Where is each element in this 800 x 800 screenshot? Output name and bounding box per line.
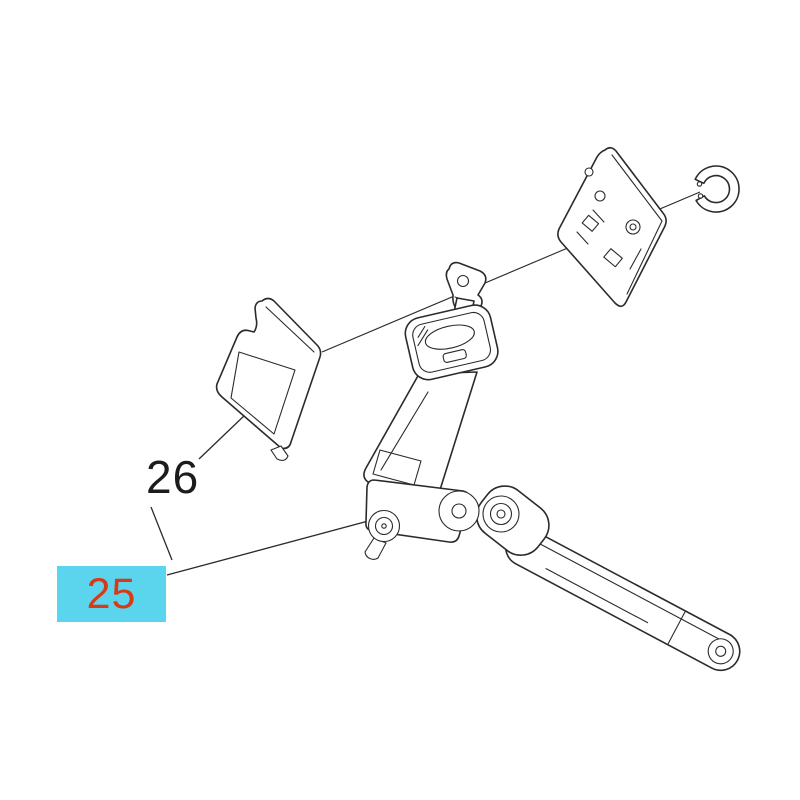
part-label-25-text: 25 (86, 569, 137, 618)
pivot-bolt (364, 509, 401, 560)
leader-line-26 (198, 413, 247, 460)
pretensioner-cylinder (475, 485, 550, 556)
part-label-26: 26 (146, 451, 200, 503)
buckle-head (404, 304, 499, 381)
mounting-plate (557, 146, 667, 308)
trim-cover (215, 297, 322, 462)
retaining-ring (694, 165, 740, 213)
leader-line-26-25-connector (150, 506, 173, 561)
part-label-25-highlighted: 25 (57, 566, 166, 622)
